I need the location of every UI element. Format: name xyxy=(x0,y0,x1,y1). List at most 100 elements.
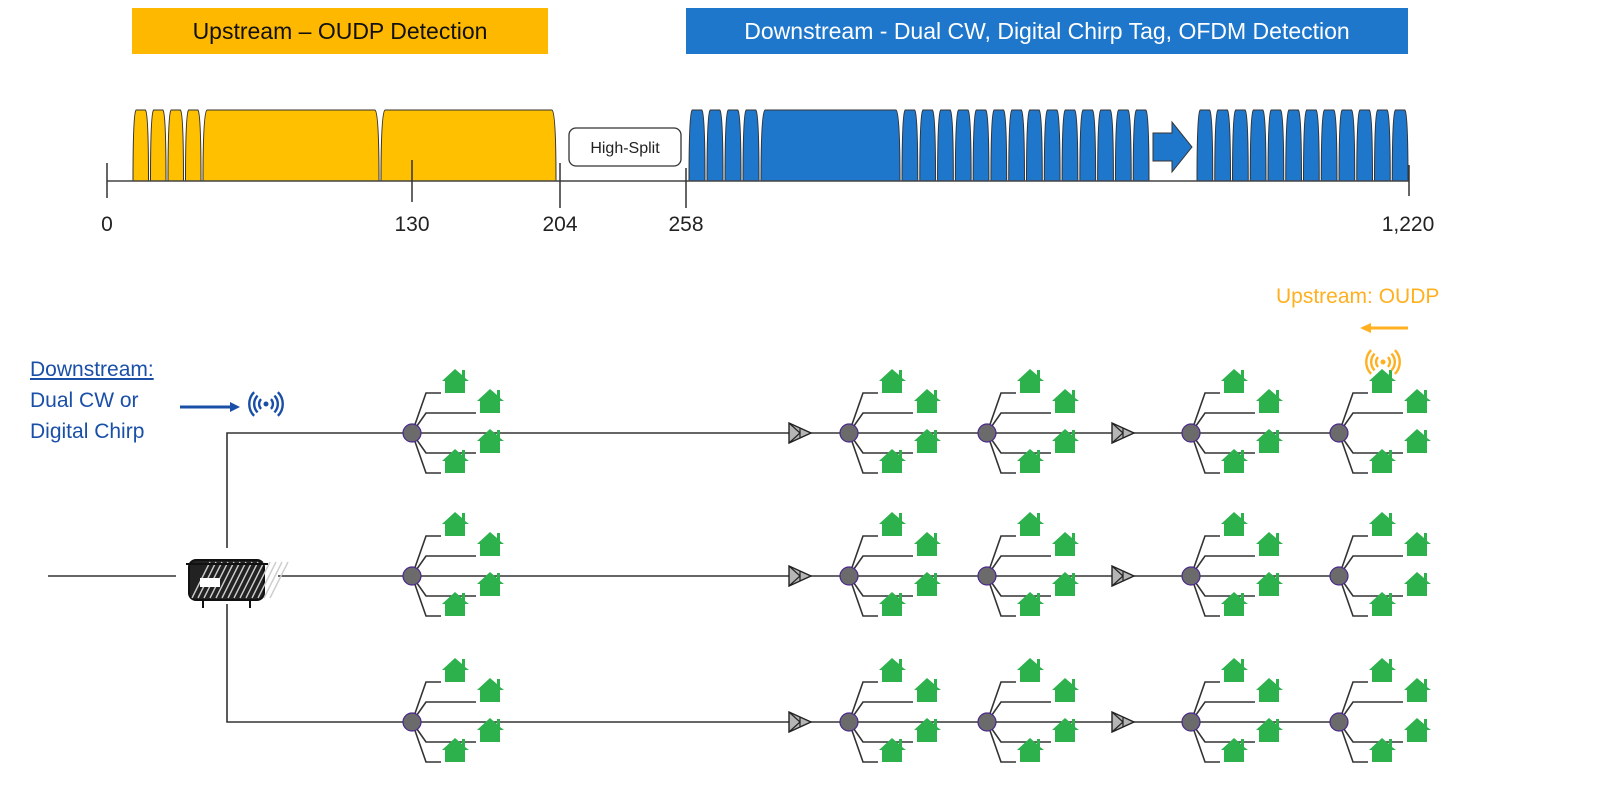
home-icon xyxy=(1221,449,1248,473)
home-icon xyxy=(442,512,469,536)
amplifier-icon xyxy=(1111,710,1136,734)
downstream-channel xyxy=(901,109,919,182)
downstream-arrow-icon xyxy=(230,402,240,412)
drop-line xyxy=(1338,721,1368,763)
drop-line xyxy=(986,555,1051,577)
drop-line xyxy=(1338,432,1368,474)
tap-node-icon xyxy=(977,566,997,586)
drop-line xyxy=(411,392,441,434)
upstream-channel xyxy=(380,109,557,182)
downstream-channel xyxy=(1061,109,1079,182)
drop-line xyxy=(848,701,913,723)
drop-line xyxy=(986,681,1016,723)
drop-line xyxy=(986,432,1016,474)
tap xyxy=(402,535,476,617)
home-icon xyxy=(914,389,941,413)
drop-line xyxy=(848,555,913,577)
downstream-banner: Downstream - Dual CW, Digital Chirp Tag,… xyxy=(686,8,1408,54)
home-icon xyxy=(1221,658,1248,682)
home-icon xyxy=(442,738,469,762)
amplifier-icon xyxy=(788,564,813,588)
drop-line xyxy=(1190,432,1255,454)
drop-line xyxy=(848,575,913,597)
tap-node-icon xyxy=(1181,423,1201,443)
home-icon xyxy=(1221,512,1248,536)
drop-line xyxy=(411,555,476,577)
home-icon xyxy=(1369,512,1396,536)
home-icon xyxy=(914,532,941,556)
home-icon xyxy=(1052,389,1079,413)
tap xyxy=(977,681,1051,763)
drop-line xyxy=(411,721,441,763)
home-icon xyxy=(1017,512,1044,536)
tick-label-1220: 1,220 xyxy=(1382,213,1435,236)
drop-line xyxy=(411,701,476,723)
downstream-channel xyxy=(1114,109,1132,182)
drop-line xyxy=(986,575,1016,617)
downstream-channel xyxy=(990,109,1008,182)
tap xyxy=(402,392,476,474)
drop-line xyxy=(1338,721,1403,743)
drop-line xyxy=(1338,575,1403,597)
downstream-note-line2: Digital Chirp xyxy=(30,420,145,443)
tap-node-icon xyxy=(1181,712,1201,732)
home-icon xyxy=(1221,369,1248,393)
downstream-channel xyxy=(954,109,972,182)
drop-line xyxy=(848,575,878,617)
home-icon xyxy=(442,449,469,473)
drop-line xyxy=(1338,701,1403,723)
tap xyxy=(1181,535,1255,617)
tap xyxy=(839,681,913,763)
home-icon xyxy=(879,592,906,616)
high-split-box: High-Split xyxy=(568,127,682,167)
home-icon xyxy=(442,592,469,616)
home-icon xyxy=(879,449,906,473)
home-icon xyxy=(477,678,504,702)
tap-node-icon xyxy=(977,423,997,443)
tap-node-icon xyxy=(1329,423,1349,443)
tap xyxy=(1181,681,1255,763)
home-icon xyxy=(1052,678,1079,702)
drop-line xyxy=(1338,412,1403,434)
high-split-label: High-Split xyxy=(590,140,660,157)
drop-line xyxy=(1338,535,1368,577)
drop-line xyxy=(848,681,878,723)
downstream-channel xyxy=(1008,109,1026,182)
tap-node-icon xyxy=(839,712,859,732)
drop-line xyxy=(1190,412,1255,434)
home-icon xyxy=(1256,429,1283,453)
drop-line xyxy=(411,575,476,597)
drop-line xyxy=(1338,555,1403,577)
drop-line xyxy=(848,432,913,454)
tap-node-icon xyxy=(977,712,997,732)
downstream-channel xyxy=(1302,109,1320,182)
cable-network xyxy=(48,323,1431,763)
home-icon xyxy=(1256,572,1283,596)
upstream-channel xyxy=(149,109,167,182)
home-icon xyxy=(477,572,504,596)
upstream-banner-label: Upstream – OUDP Detection xyxy=(192,17,488,44)
home-icon xyxy=(1017,369,1044,393)
drop-line xyxy=(411,535,441,577)
downstream-channel xyxy=(937,109,954,182)
drop-line xyxy=(1338,432,1403,454)
upstream-channel xyxy=(202,109,380,182)
drop-line xyxy=(1190,701,1255,723)
home-icon xyxy=(1052,429,1079,453)
drop-line xyxy=(848,721,913,743)
amplifier-icon xyxy=(788,710,813,734)
downstream-channel xyxy=(1373,109,1391,182)
home-icon xyxy=(477,429,504,453)
drop-line xyxy=(1190,535,1220,577)
upstream-channel xyxy=(184,109,202,182)
drop-line xyxy=(1190,392,1220,434)
home-icon xyxy=(1221,592,1248,616)
downstream-channel xyxy=(1320,109,1338,182)
home-icon xyxy=(914,718,941,742)
downstream-ofdm-channel xyxy=(760,109,901,182)
tap xyxy=(1181,392,1255,474)
drop-line xyxy=(986,701,1051,723)
home-icon xyxy=(1404,572,1431,596)
drop-line xyxy=(848,412,913,434)
drop-line xyxy=(986,412,1051,434)
